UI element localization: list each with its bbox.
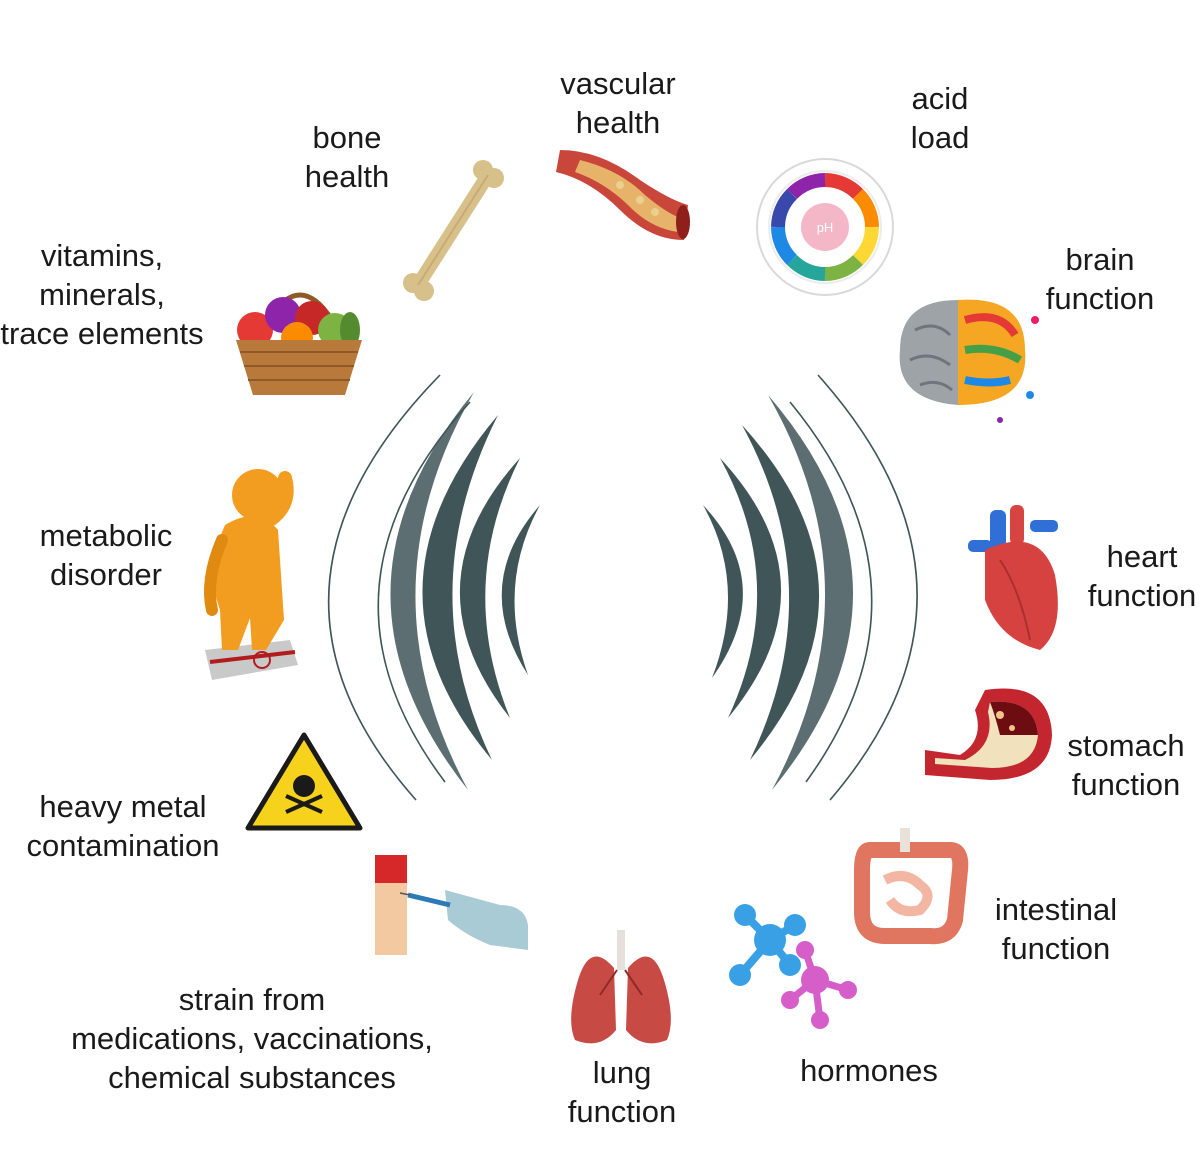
syringe-arm-icon xyxy=(375,855,528,955)
stomach-icon xyxy=(925,688,1052,780)
wave-right-3 xyxy=(742,425,820,760)
heart-icon xyxy=(968,505,1058,650)
molecule-icon xyxy=(729,904,857,1029)
person-on-scale-icon xyxy=(204,469,298,680)
ph-badge-label: pH xyxy=(817,220,834,235)
bone-icon xyxy=(403,160,504,301)
wave-right-4 xyxy=(768,395,854,790)
wave-right-1 xyxy=(703,505,743,678)
wave-left-1 xyxy=(501,505,540,675)
wave-left-4 xyxy=(390,392,474,790)
ph-dial-icon xyxy=(756,158,894,296)
label-hormones: hormones xyxy=(800,1053,938,1088)
wave-right-outer-1 xyxy=(817,374,918,801)
label-vitamins: vitamins,minerals,trace elements xyxy=(0,238,204,351)
wave-right-outer-2 xyxy=(789,401,873,783)
wave-left-outer-2 xyxy=(377,401,471,783)
wave-left-3 xyxy=(422,415,498,760)
lungs-icon xyxy=(571,930,671,1044)
artery-icon xyxy=(556,150,690,240)
brain-icon xyxy=(899,299,1039,423)
wave-right-2 xyxy=(720,458,782,718)
warning-skull-icon xyxy=(245,732,363,831)
wave-left-2 xyxy=(459,458,520,718)
wave-left-outer-1 xyxy=(327,374,441,801)
intestine-icon xyxy=(854,828,969,945)
fruit-basket-icon xyxy=(236,292,362,395)
